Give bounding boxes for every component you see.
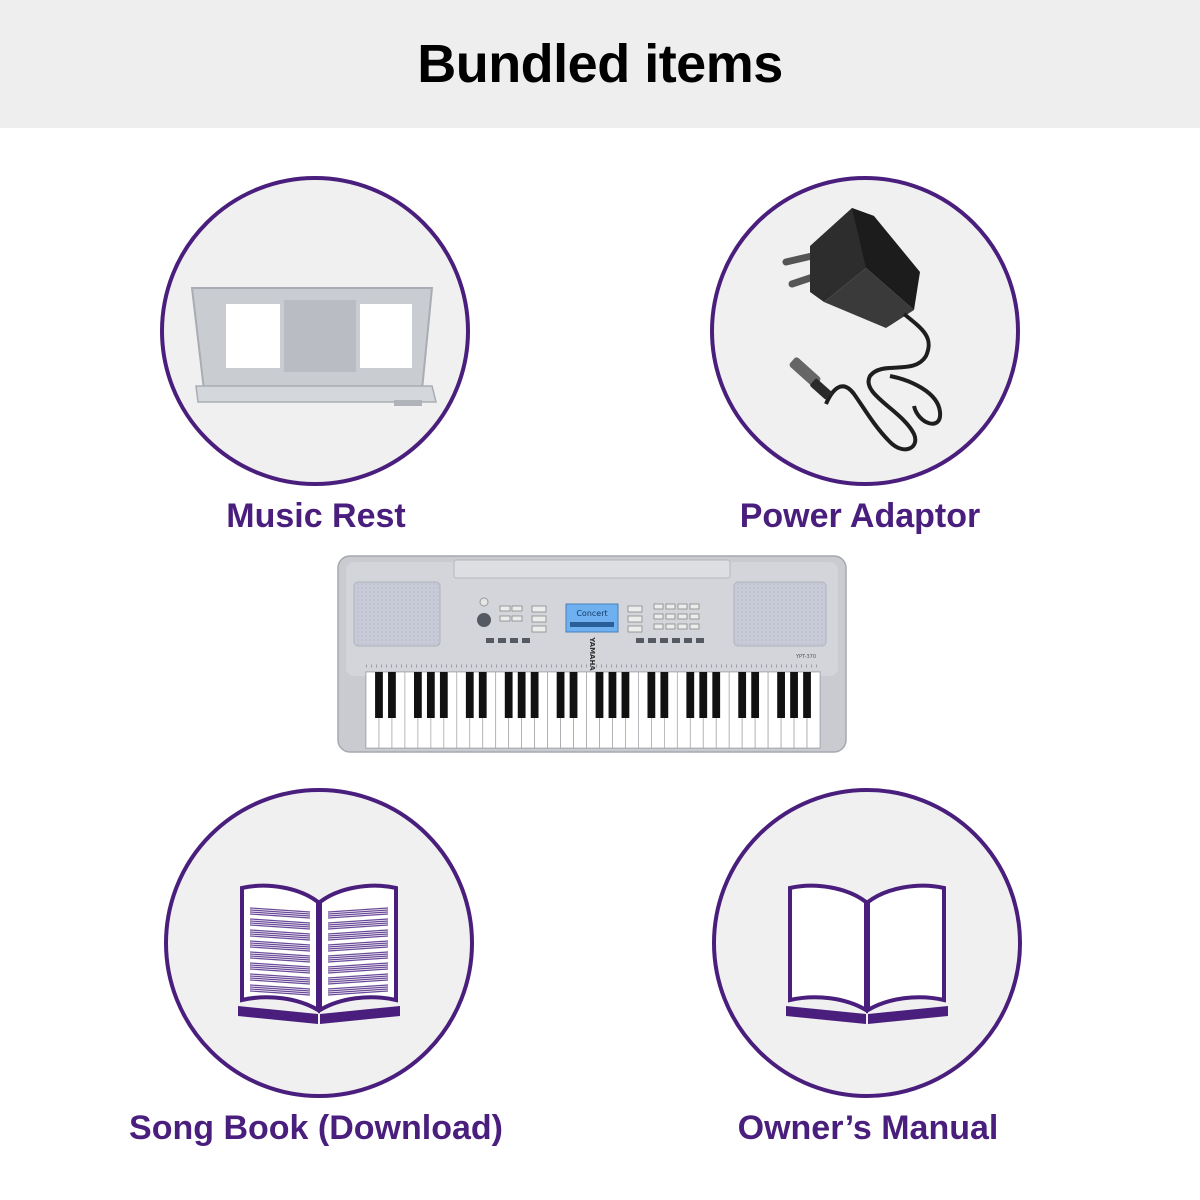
song-book-label: Song Book (Download) (129, 1109, 503, 1147)
song-book-circle (164, 788, 474, 1098)
owners-manual-icon (786, 883, 948, 1024)
music-rest-label: Music Rest (226, 497, 406, 535)
keyboard-image: Concert YAMAHA YPT-370 (336, 554, 848, 759)
keyboard-display-text: Concert (576, 609, 607, 618)
header-bar: Bundled items (0, 0, 1200, 128)
power-adaptor-circle (710, 176, 1020, 486)
song-book-icon (238, 883, 400, 1024)
power-adaptor-label: Power Adaptor (739, 497, 981, 535)
owners-manual-circle (712, 788, 1022, 1098)
power-adaptor-icon (782, 208, 943, 452)
keyboard-model: YPT-370 (795, 654, 816, 660)
music-rest-icon (190, 287, 437, 406)
owners-manual-label: Owner’s Manual (737, 1109, 999, 1147)
page-title: Bundled items (417, 34, 783, 94)
music-rest-circle (160, 176, 470, 486)
keyboard-brand: YAMAHA (588, 636, 596, 671)
